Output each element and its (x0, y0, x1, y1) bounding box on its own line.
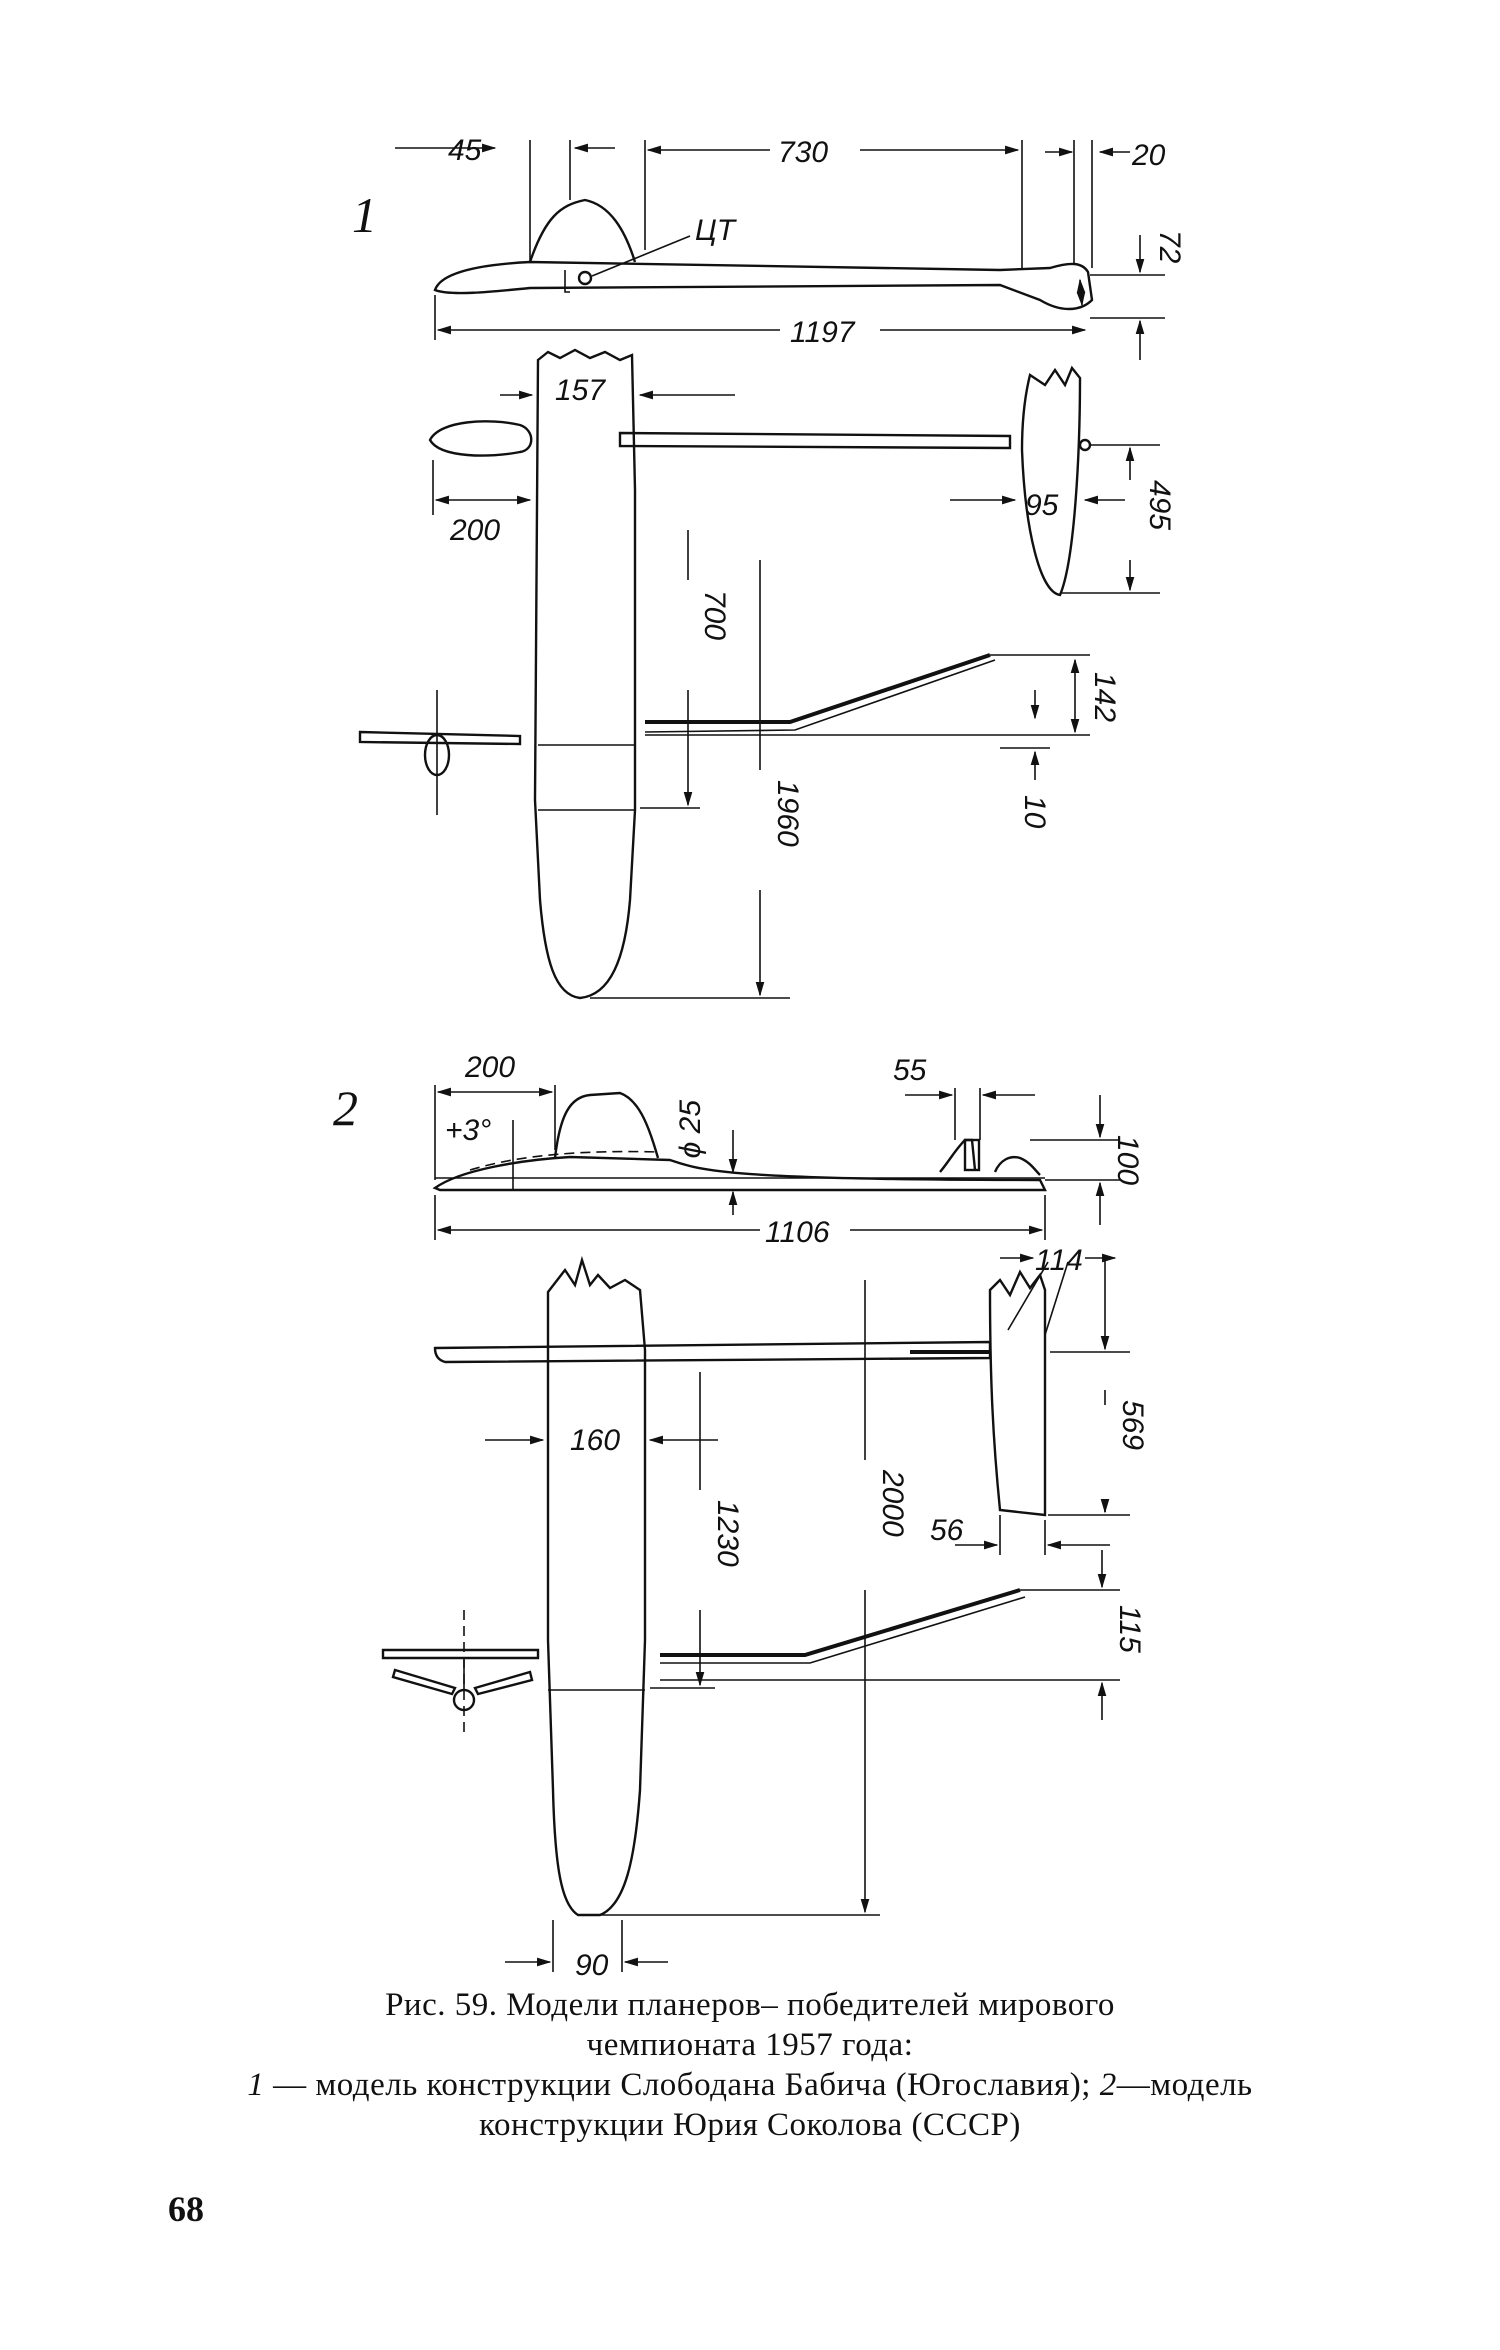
dim-56: 56 (930, 1514, 964, 1547)
dim-115: 115 (1113, 1605, 1146, 1653)
dim-142: 142 (1088, 672, 1121, 722)
model-1-plan-dimensions: 157 200 95 495 700 1960 (432, 374, 1176, 999)
dim-700: 700 (698, 590, 731, 640)
dim-45: 45 (448, 134, 482, 167)
caption-model-1-ref: 1 (247, 2067, 265, 2103)
dim-569: 569 (1116, 1400, 1149, 1450)
dim-phi-25: ϕ 25 (674, 1100, 707, 1159)
dim-2000: 2000 (876, 1469, 909, 1537)
model-1-side-view: ЦТ (433, 198, 1094, 311)
figure-caption: Рис. 59. Модели планеров– победителей ми… (150, 1985, 1350, 2145)
dim-160: 160 (570, 1424, 620, 1457)
model-2-drawing: 2 200 +3° ϕ 25 55 (333, 1051, 1149, 1982)
caption-line-2: чемпионата 1957 года: (586, 2027, 914, 2063)
dim-10: 10 (1018, 795, 1051, 829)
caption-model-2-text: —модель (1116, 2067, 1253, 2103)
dim-1106: 1106 (765, 1216, 830, 1249)
cg-label: ЦТ (695, 214, 738, 247)
caption-model-1-text: — модель конструкции Слободана Бабича (Ю… (264, 2067, 1100, 2103)
dim-200-model1: 200 (449, 514, 500, 547)
dim-495: 495 (1143, 480, 1176, 530)
caption-model-2-ref: 2 (1099, 2067, 1117, 2103)
dim-90: 90 (575, 1949, 609, 1982)
model-1-plan-view (428, 348, 1092, 1000)
page-number: 68 (168, 2189, 204, 2229)
caption-line-4: конструкции Юрия Соколова (СССР) (479, 2107, 1021, 2143)
dim-730: 730 (778, 136, 828, 169)
dim-95: 95 (1025, 489, 1059, 522)
model-1-front-view: 142 10 (358, 653, 1121, 829)
dim-114: 114 (1035, 1244, 1083, 1277)
model-1-number: 1 (352, 187, 377, 243)
caption-line-1: Рис. 59. Модели планеров– победителей ми… (385, 1987, 1115, 2023)
dim-1197: 1197 (790, 316, 856, 349)
model-2-front-view: 115 (381, 1550, 1146, 1735)
dim-100: 100 (1111, 1135, 1144, 1185)
dim-1960: 1960 (771, 780, 804, 847)
model-2-plan-dimensions: 114 160 1230 2000 569 56 (485, 1244, 1149, 1982)
model-2-side-dimensions: 200 +3° ϕ 25 55 100 1106 (434, 1051, 1144, 1249)
dim-200-model2: 200 (464, 1051, 515, 1084)
model-1-drawing: 1 ЦТ 45 730 20 (352, 134, 1186, 1000)
dim-20: 20 (1131, 139, 1166, 172)
model-1-side-dimensions: 45 730 20 72 1197 (395, 134, 1186, 360)
model-2-plan-view (433, 1255, 1047, 1917)
model-2-number: 2 (333, 1080, 358, 1136)
caption-line-3: 1 — модель конструкции Слободана Бабича … (150, 2065, 1350, 2105)
dim-72: 72 (1153, 230, 1186, 264)
dim-55: 55 (893, 1054, 927, 1087)
model-2-side-view (432, 1091, 1047, 1192)
dim-incidence: +3° (445, 1114, 491, 1147)
dim-1230: 1230 (711, 1500, 744, 1567)
dim-157: 157 (555, 374, 606, 407)
